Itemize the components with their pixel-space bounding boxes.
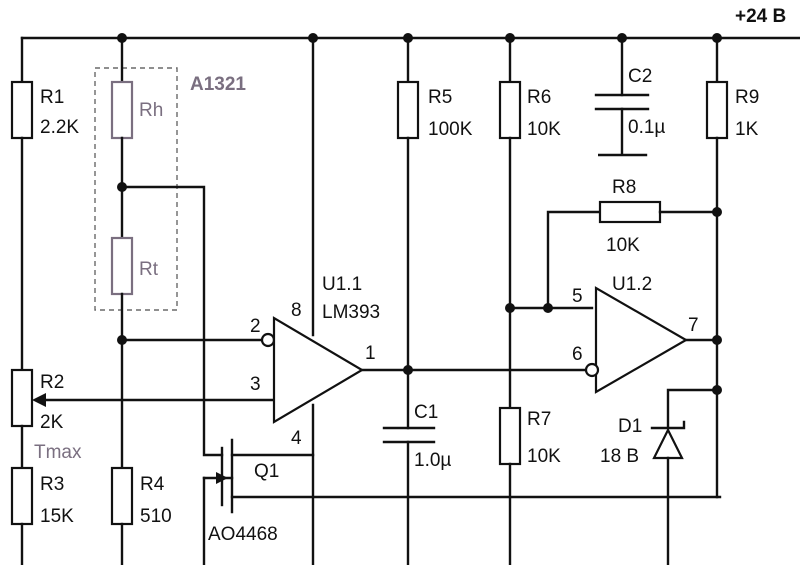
resistor-r4-group: R4 510 <box>110 466 172 565</box>
junction-dot <box>617 33 627 43</box>
u1-2-pin-7: 7 <box>688 315 699 336</box>
r4-value: 510 <box>140 506 172 527</box>
potentiometer-r2 <box>10 368 34 428</box>
q1-part: AO4468 <box>208 524 278 545</box>
r9-value: 1K <box>735 119 759 140</box>
resistor-r1 <box>10 80 34 140</box>
junction-dot <box>712 335 722 345</box>
supply-label: +24 B <box>735 6 786 27</box>
sensor-rt <box>110 236 134 296</box>
tmax-divider: R1 2.2K R2 2K Tmax R3 15K <box>10 36 274 565</box>
r6-ref: R6 <box>527 87 551 108</box>
timing-network: R5 100K C1 1.0µ <box>382 36 473 565</box>
output-branch: R9 1K D1 18 B <box>600 36 759 565</box>
comparator-u1-2: U1.2 5 6 7 <box>572 274 719 394</box>
sensor-name: A1321 <box>190 74 246 95</box>
r8-ref: R8 <box>612 177 636 198</box>
resistor-r6 <box>498 80 522 140</box>
junction-dot <box>117 33 127 43</box>
junction-dot <box>543 303 553 313</box>
reference-divider: R6 10K R7 10K <box>498 36 594 565</box>
r3-value: 15K <box>40 506 74 527</box>
inverting-input-bubble-icon <box>260 332 276 348</box>
comparator-u1-1-body <box>272 316 365 424</box>
r4-ref: R4 <box>140 474 165 495</box>
resistor-r7 <box>498 406 522 466</box>
resistor-r3 <box>10 466 34 526</box>
u1-1-pin-2: 2 <box>250 316 261 337</box>
wiper-arrow-icon <box>32 393 46 407</box>
r2-ref: R2 <box>40 372 64 393</box>
d1-value: 18 B <box>600 446 639 467</box>
r1-value: 2.2K <box>40 117 79 138</box>
mosfet-q1: Q1 AO4468 <box>202 438 722 565</box>
u1-1-pin-8: 8 <box>291 300 302 321</box>
resistor-r4 <box>110 466 134 526</box>
resistor-r9 <box>705 80 729 140</box>
sensor-outline <box>94 67 178 311</box>
u1-1-ref: U1.1 <box>322 274 362 295</box>
comparator-u1-2-body <box>594 286 689 394</box>
u1-2-pin-5: 5 <box>572 286 583 307</box>
hall-sensor: A1321 Rh Rt <box>94 36 246 470</box>
feedback-r8: R8 10K <box>546 177 719 310</box>
resistor-r8 <box>598 200 662 224</box>
c1-value: 1.0µ <box>414 450 451 471</box>
junction-dot <box>117 335 127 345</box>
q1-source-arrow-icon <box>216 472 228 484</box>
inverting-input-bubble-icon <box>584 362 600 378</box>
c2-value: 0.1µ <box>628 117 665 138</box>
c2-ref: C2 <box>628 66 652 87</box>
r7-ref: R7 <box>527 409 551 430</box>
junction-dot <box>117 182 127 192</box>
r5-ref: R5 <box>428 87 452 108</box>
u1-2-ref: U1.2 <box>612 274 652 295</box>
comparator-u1-1: 2 3 8 4 1 U1.1 LM393 <box>120 36 588 565</box>
junction-dot <box>403 33 413 43</box>
r3-ref: R3 <box>40 474 64 495</box>
u1-1-pin-4: 4 <box>291 428 302 449</box>
junction-dot <box>712 33 722 43</box>
resistor-r5 <box>396 80 420 140</box>
capacitor-c2-group: C2 0.1µ <box>594 36 665 157</box>
r7-value: 10K <box>527 446 561 467</box>
u1-1-pin-3: 3 <box>250 374 261 395</box>
sensor-rh-label: Rh <box>139 100 163 121</box>
r1-ref: R1 <box>40 87 64 108</box>
junction-dot <box>403 365 413 375</box>
sensor-rt-label: Rt <box>139 259 159 280</box>
r5-value: 100K <box>428 119 473 140</box>
r2-value: 2K <box>40 412 64 433</box>
r8-value: 10K <box>606 235 640 256</box>
junctions <box>117 33 722 395</box>
r6-value: 10K <box>527 119 561 140</box>
u1-2-pin-6: 6 <box>572 344 583 365</box>
junction-dot <box>712 385 722 395</box>
zener-diode-d1-icon <box>652 427 684 460</box>
junction-dot <box>505 303 515 313</box>
r9-ref: R9 <box>735 87 759 108</box>
junction-dot <box>308 33 318 43</box>
junction-dot <box>712 207 722 217</box>
r2-note: Tmax <box>34 442 82 463</box>
junction-dot <box>505 33 515 43</box>
u1-1-part: LM393 <box>322 302 380 323</box>
q1-ref: Q1 <box>254 461 279 482</box>
sensor-rh <box>110 80 134 140</box>
d1-ref: D1 <box>618 416 642 437</box>
u1-1-pin-1: 1 <box>365 343 376 364</box>
supply-rail: +24 B <box>20 6 800 40</box>
c1-ref: C1 <box>414 402 438 423</box>
